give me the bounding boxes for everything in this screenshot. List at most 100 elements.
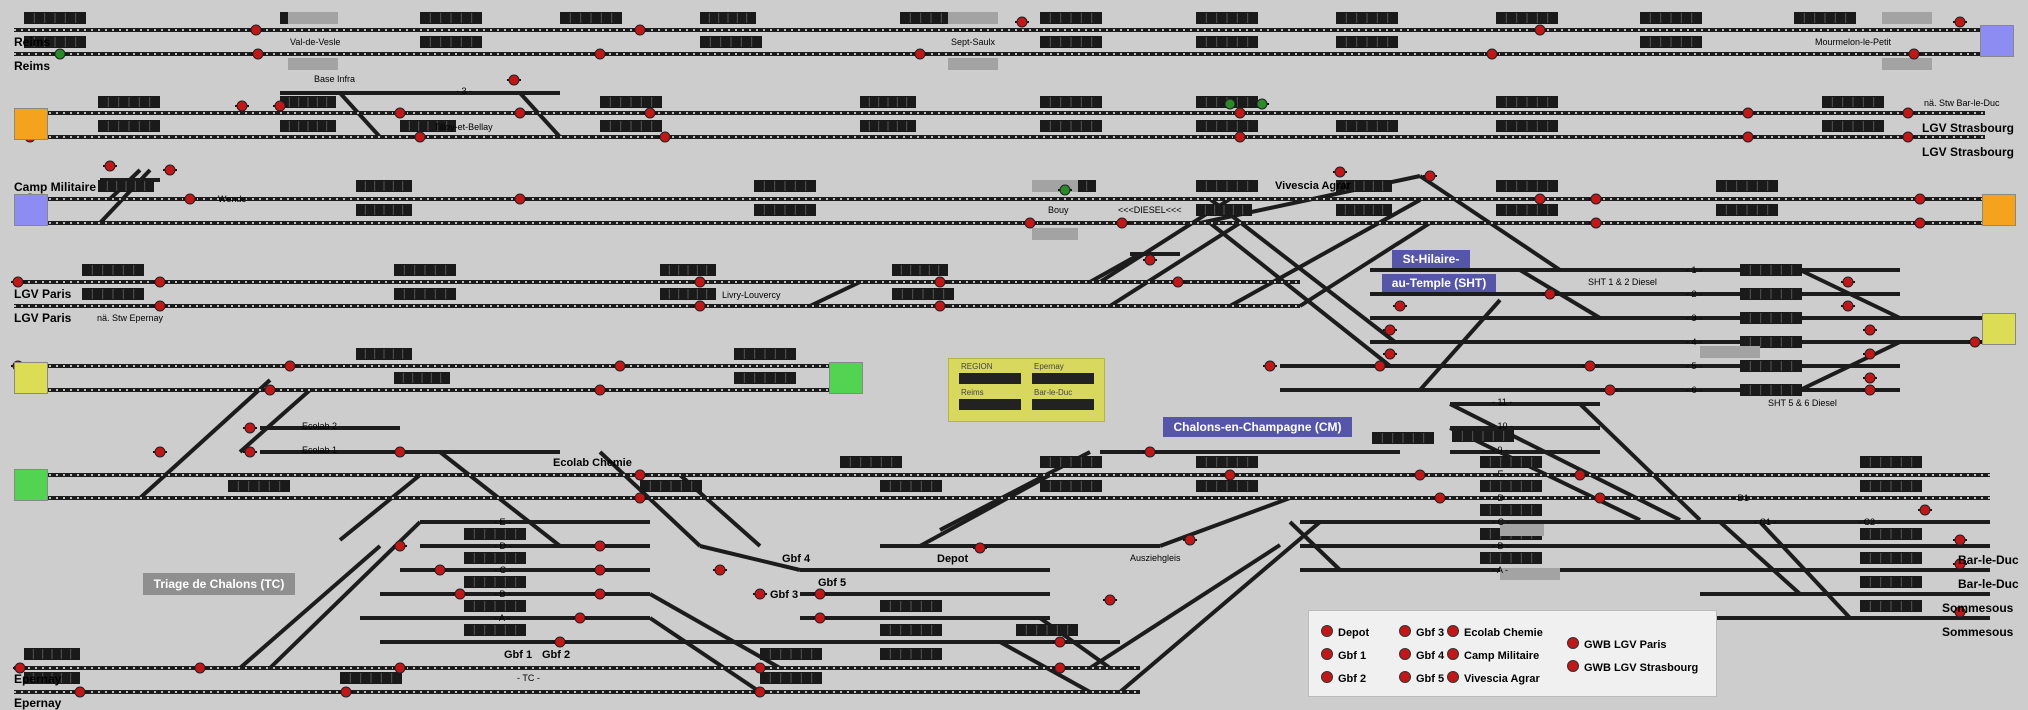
signal-icon[interactable] <box>393 540 407 552</box>
region-epernay-indicator[interactable] <box>1032 373 1094 384</box>
signal-icon[interactable] <box>1907 48 1921 60</box>
signal-icon[interactable] <box>1841 276 1855 288</box>
exit-marker-strasbourg[interactable] <box>1982 194 2016 226</box>
signal-icon[interactable] <box>1913 193 1927 205</box>
signal-icon[interactable] <box>1383 324 1397 336</box>
signal-icon[interactable] <box>693 276 707 288</box>
signal-icon[interactable] <box>1953 558 1967 570</box>
signal-icon[interactable] <box>163 164 177 176</box>
signal-icon[interactable] <box>339 686 353 698</box>
signal-icon[interactable] <box>393 662 407 674</box>
signal-icon[interactable] <box>593 48 607 60</box>
signal-icon[interactable] <box>1115 217 1129 229</box>
signal-icon[interactable] <box>193 662 207 674</box>
signal-icon[interactable] <box>1953 534 1967 546</box>
signal-icon[interactable] <box>1918 504 1932 516</box>
signal-icon[interactable] <box>753 662 767 674</box>
signal-icon[interactable] <box>1863 324 1877 336</box>
signal-icon[interactable] <box>573 612 587 624</box>
legend-item-depot[interactable]: Depot <box>1321 625 1369 639</box>
signal-icon[interactable] <box>507 74 521 86</box>
signal-icon[interactable] <box>1143 254 1157 266</box>
legend-item-gbf3[interactable]: Gbf 3 <box>1399 625 1444 639</box>
legend-item-camp-militaire[interactable]: Camp Militaire <box>1447 648 1539 662</box>
signal-icon[interactable] <box>1593 492 1607 504</box>
signal-icon[interactable] <box>1863 384 1877 396</box>
signal-icon[interactable] <box>1433 492 1447 504</box>
signal-icon[interactable] <box>633 24 647 36</box>
signal-icon[interactable] <box>593 564 607 576</box>
signal-icon[interactable] <box>593 540 607 552</box>
signal-icon[interactable] <box>153 300 167 312</box>
signal-icon[interactable] <box>1183 534 1197 546</box>
signal-icon[interactable] <box>1533 193 1547 205</box>
signal-icon[interactable] <box>693 300 707 312</box>
signal-icon[interactable] <box>1741 107 1755 119</box>
signal-icon[interactable] <box>1863 348 1877 360</box>
signal-icon[interactable] <box>1589 217 1603 229</box>
signal-icon[interactable] <box>1953 16 1967 28</box>
signal-icon[interactable] <box>1913 217 1927 229</box>
signal-icon[interactable] <box>1333 166 1347 178</box>
signal-icon[interactable] <box>1413 469 1427 481</box>
signal-icon[interactable] <box>813 588 827 600</box>
signal-icon[interactable] <box>1058 184 1072 196</box>
signal-icon[interactable] <box>713 564 727 576</box>
signal-icon[interactable] <box>243 446 257 458</box>
signal-icon[interactable] <box>249 24 263 36</box>
signal-icon[interactable] <box>1533 24 1547 36</box>
signal-icon[interactable] <box>283 360 297 372</box>
signal-icon[interactable] <box>1383 348 1397 360</box>
signal-icon[interactable] <box>1863 372 1877 384</box>
signal-icon[interactable] <box>813 612 827 624</box>
signal-icon[interactable] <box>1393 300 1407 312</box>
signal-icon[interactable] <box>1901 131 1915 143</box>
signal-icon[interactable] <box>53 48 67 60</box>
signal-icon[interactable] <box>1423 170 1437 182</box>
triage-station-box[interactable]: Triage de Chalons (TC) <box>143 573 295 595</box>
signal-icon[interactable] <box>393 446 407 458</box>
signal-icon[interactable] <box>1373 360 1387 372</box>
legend-item-gbf5[interactable]: Gbf 5 <box>1399 671 1444 685</box>
signal-icon[interactable] <box>73 686 87 698</box>
signal-icon[interactable] <box>1143 446 1157 458</box>
signal-icon[interactable] <box>1015 16 1029 28</box>
signal-icon[interactable] <box>1233 131 1247 143</box>
legend-item-gbf4[interactable]: Gbf 4 <box>1399 648 1444 662</box>
signal-icon[interactable] <box>1023 217 1037 229</box>
signal-icon[interactable] <box>658 131 672 143</box>
region-paris-indicator[interactable] <box>959 373 1021 384</box>
signal-icon[interactable] <box>1583 360 1597 372</box>
signal-icon[interactable] <box>1223 469 1237 481</box>
signal-icon[interactable] <box>513 193 527 205</box>
signal-icon[interactable] <box>1103 594 1117 606</box>
signal-icon[interactable] <box>153 446 167 458</box>
legend-item-ecolab-chemie[interactable]: Ecolab Chemie <box>1447 625 1543 639</box>
signal-icon[interactable] <box>433 564 447 576</box>
signal-icon[interactable] <box>933 300 947 312</box>
signal-icon[interactable] <box>1053 636 1067 648</box>
signal-icon[interactable] <box>1171 276 1185 288</box>
exit-marker-lgv-paris[interactable] <box>14 362 48 394</box>
exit-marker-sht[interactable] <box>1982 313 2016 345</box>
signal-icon[interactable] <box>973 542 987 554</box>
legend-item-gwb-lgv-strasbourg[interactable]: GWB LGV Strasbourg <box>1567 660 1698 674</box>
signal-icon[interactable] <box>633 492 647 504</box>
signal-icon[interactable] <box>183 193 197 205</box>
region-bar-le-duc-indicator[interactable] <box>1032 399 1094 410</box>
signal-icon[interactable] <box>753 588 767 600</box>
signal-icon[interactable] <box>235 100 249 112</box>
exit-marker-camp-militaire[interactable] <box>14 194 48 226</box>
signal-icon[interactable] <box>553 636 567 648</box>
signal-icon[interactable] <box>153 276 167 288</box>
signal-icon[interactable] <box>613 360 627 372</box>
signal-icon[interactable] <box>933 276 947 288</box>
sht-station-box-2[interactable]: au-Temple (SHT) <box>1382 274 1496 292</box>
signal-icon[interactable] <box>1053 662 1067 674</box>
signal-icon[interactable] <box>913 48 927 60</box>
legend-item-vivescia-agrar[interactable]: Vivescia Agrar <box>1447 671 1540 685</box>
exit-marker-ecolab[interactable] <box>14 469 48 501</box>
signal-icon[interactable] <box>11 276 25 288</box>
signal-icon[interactable] <box>1589 193 1603 205</box>
signal-icon[interactable] <box>1603 384 1617 396</box>
